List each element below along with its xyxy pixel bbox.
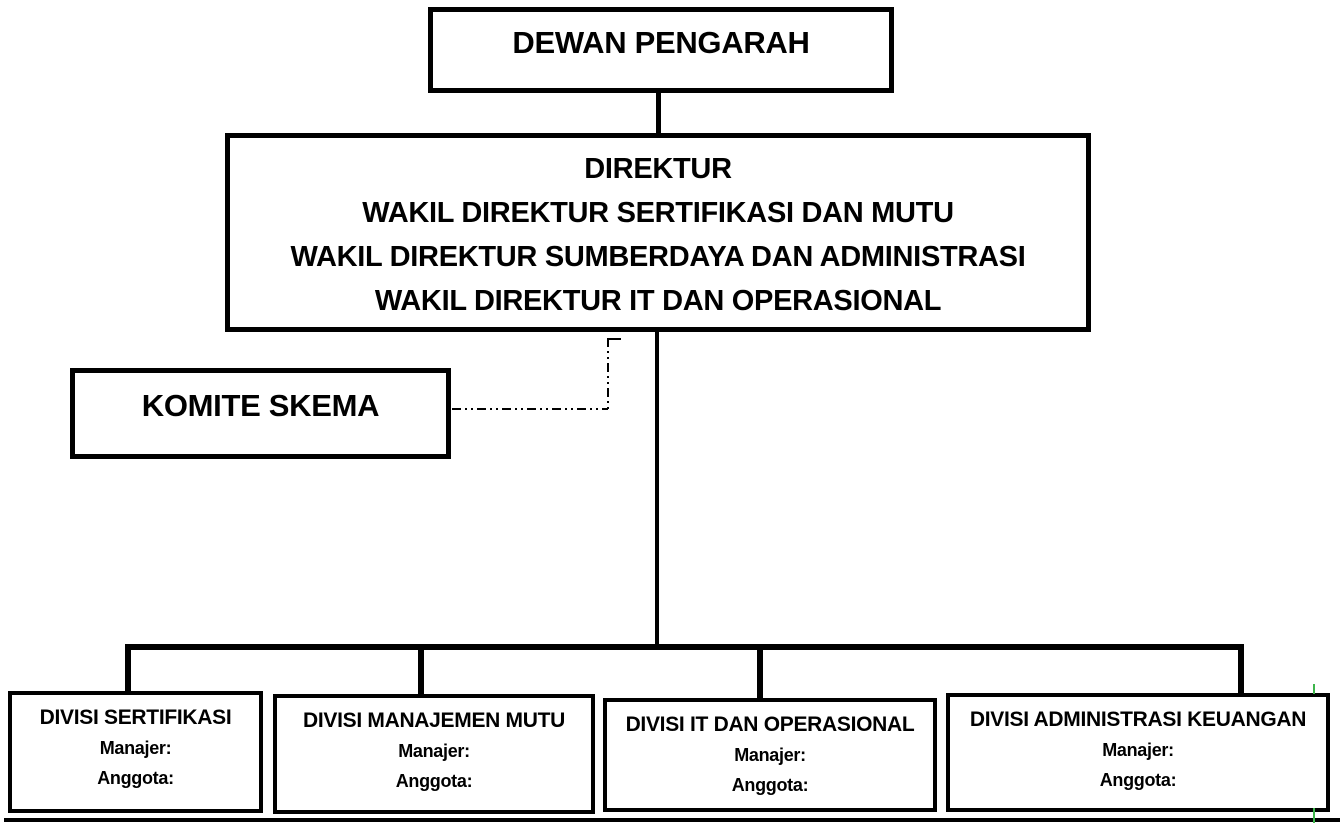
node-divisi-sertifikasi: DIVISI SERTIFIKASI Manajer: Anggota: [8, 691, 263, 813]
node-direktur: DIREKTUR WAKIL DIREKTUR SERTIFIKASI DAN … [225, 133, 1091, 332]
node-komite-skema-label: KOMITE SKEMA [141, 387, 380, 423]
connector-komite-dashdot-vertical [607, 338, 609, 410]
connector-board-to-directorate [656, 92, 661, 134]
connector-komite-dashdot-horizontal [452, 408, 608, 410]
direktur-line-4: WAKIL DIREKTUR IT DAN OPERASIONAL [374, 285, 942, 317]
divisi-sertifikasi-anggota-label: Anggota: [97, 768, 174, 788]
divisi-it-operasional-anggota-label: Anggota: [731, 775, 809, 795]
connector-komite-dashdot-corner [607, 338, 621, 340]
connector-directorate-trunk [655, 331, 659, 650]
node-divisi-manajemen-mutu: DIVISI MANAJEMEN MUTU Manajer: Anggota: [273, 694, 595, 814]
node-divisi-it-operasional: DIVISI IT DAN OPERASIONAL Manajer: Anggo… [603, 698, 937, 812]
connector-divisions-horizontal-bar [125, 644, 1244, 650]
direktur-line-2: WAKIL DIREKTUR SERTIFIKASI DAN MUTU [362, 197, 954, 229]
node-divisi-administrasi-keuangan: DIVISI ADMINISTRASI KEUANGAN Manajer: An… [946, 693, 1330, 812]
direktur-line-3: WAKIL DIREKTUR SUMBERDAYA DAN ADMINISTRA… [290, 241, 1026, 273]
gridline-artifact-bottom [1313, 808, 1315, 823]
connector-stub-divisi-it-operasional [757, 648, 763, 700]
divisi-administrasi-keuangan-title: DIVISI ADMINISTRASI KEUANGAN [969, 708, 1307, 731]
divisi-administrasi-keuangan-manajer-label: Manajer: [1102, 740, 1174, 760]
divisi-manajemen-mutu-title: DIVISI MANAJEMEN MUTU [302, 709, 566, 732]
divisi-manajemen-mutu-manajer-label: Manajer: [398, 741, 470, 761]
connector-stub-divisi-administrasi-keuangan [1238, 648, 1244, 695]
node-komite-skema: KOMITE SKEMA [70, 368, 451, 459]
divisi-it-operasional-title: DIVISI IT DAN OPERASIONAL [625, 713, 915, 736]
divisi-it-operasional-manajer-label: Manajer: [734, 745, 806, 765]
direktur-line-1: DIREKTUR [584, 153, 732, 185]
connector-stub-divisi-sertifikasi [125, 648, 131, 693]
gridline-artifact-top [1313, 684, 1315, 694]
connector-stub-divisi-manajemen-mutu [418, 648, 424, 696]
divisi-sertifikasi-title: DIVISI SERTIFIKASI [39, 706, 232, 729]
node-dewan-pengarah: DEWAN PENGARAH [428, 7, 894, 93]
divisi-manajemen-mutu-anggota-label: Anggota: [395, 771, 473, 791]
bottom-page-rule [4, 818, 1340, 822]
divisi-sertifikasi-manajer-label: Manajer: [99, 738, 172, 758]
node-dewan-pengarah-label: DEWAN PENGARAH [512, 25, 810, 60]
divisi-administrasi-keuangan-anggota-label: Anggota: [1099, 770, 1177, 790]
